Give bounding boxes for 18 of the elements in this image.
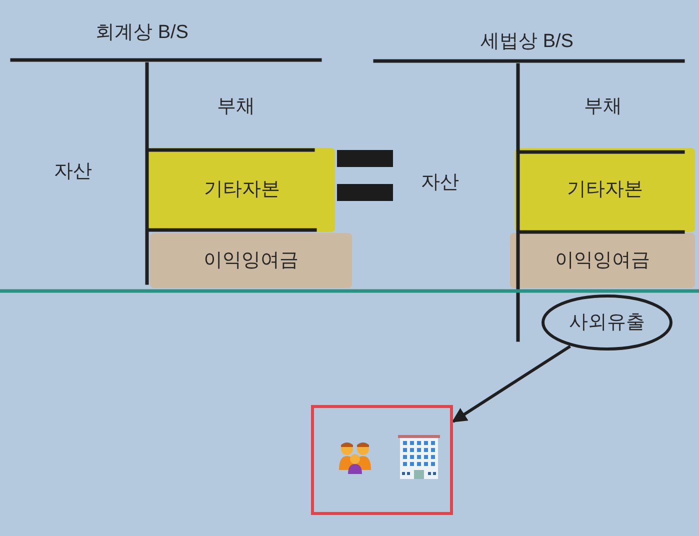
row-label: 이익잉여금: [204, 250, 298, 272]
row-label: 이익잉여금: [555, 250, 650, 272]
highlight-band: [149, 148, 335, 232]
highlight-band: [510, 233, 695, 288]
column-heading: 회계상 B/S: [96, 22, 188, 44]
outlined-frame: [311, 405, 453, 515]
row-label: 기타자본: [204, 179, 280, 201]
column-heading: 세법상 B/S: [480, 31, 574, 53]
account-label: 자산: [421, 172, 459, 194]
account-label: 부채: [217, 96, 255, 118]
arrow: [452, 344, 572, 423]
account-label: 자산: [54, 161, 92, 183]
ellipse-node: [541, 294, 673, 351]
highlight-band: [150, 233, 352, 288]
row-label: 기타자본: [567, 179, 643, 201]
node-label: 사외유출: [569, 312, 645, 334]
highlight-band: [515, 148, 695, 232]
account-label: 부채: [584, 96, 622, 118]
